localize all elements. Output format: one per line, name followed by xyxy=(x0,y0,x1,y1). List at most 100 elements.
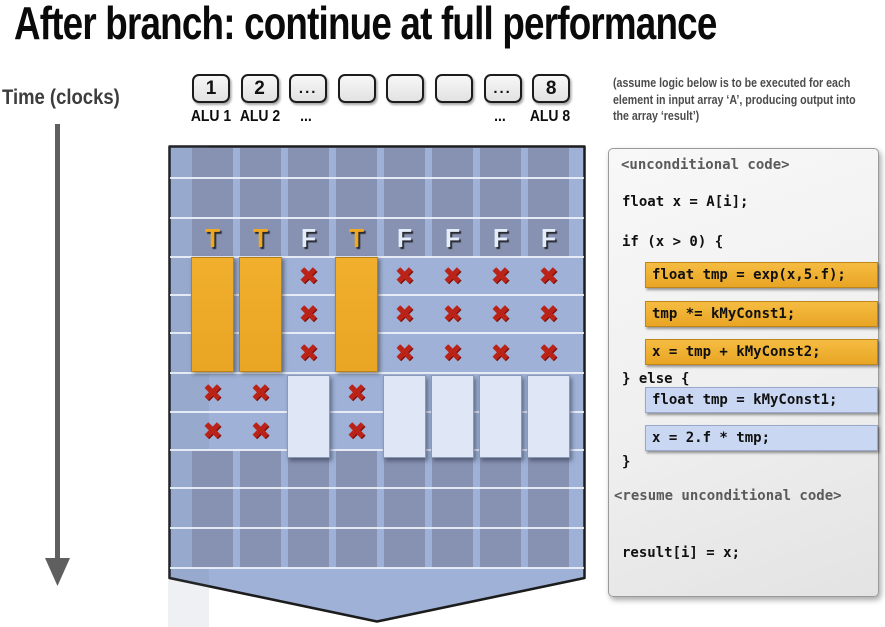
clock-cell xyxy=(336,450,377,488)
skip-x-icon: ✖ xyxy=(298,339,319,367)
clock-cell xyxy=(240,450,281,488)
clock-cell xyxy=(384,528,425,568)
clock-cell xyxy=(192,148,233,178)
time-arrow-icon xyxy=(45,124,70,586)
else-branch-bar xyxy=(383,375,426,458)
alu-box: 2 xyxy=(240,74,279,103)
else-branch-bar xyxy=(287,375,330,458)
clock-cell xyxy=(528,148,569,178)
lane-mask-false: F xyxy=(396,223,413,253)
clock-cell xyxy=(336,528,377,568)
clock-cell xyxy=(384,178,425,218)
grid-line xyxy=(170,217,584,219)
skip-x-icon: ✖ xyxy=(394,262,415,290)
clock-cell xyxy=(288,528,329,568)
if-branch-bar xyxy=(239,257,282,372)
alu-box: ... xyxy=(289,74,328,103)
assumption-note: (assume logic below is to be executed fo… xyxy=(613,75,885,125)
skip-x-icon: ✖ xyxy=(202,417,223,445)
clock-cell xyxy=(432,488,473,528)
alu-box xyxy=(435,74,473,103)
if-branch-bar xyxy=(191,257,234,372)
code-line-plain: if (x > 0) { xyxy=(622,234,724,250)
note-line: (assume logic below is to be executed fo… xyxy=(613,76,851,90)
clock-cell xyxy=(432,528,473,568)
skip-x-icon: ✖ xyxy=(490,262,511,290)
skip-x-icon: ✖ xyxy=(298,262,319,290)
alu-box-label: 2 xyxy=(254,77,265,99)
clock-cell xyxy=(432,178,473,218)
code-line-plain: } xyxy=(622,454,631,470)
if-branch-bar xyxy=(335,257,378,372)
clock-cell xyxy=(288,488,329,528)
code-line-else-highlight: x = 2.f * tmp; xyxy=(645,425,878,451)
alu-box: 8 xyxy=(532,74,571,103)
clock-cell xyxy=(192,178,233,218)
code-line-meta: <resume unconditional code> xyxy=(614,488,842,504)
else-branch-bar xyxy=(479,375,522,458)
clock-cell xyxy=(480,488,521,528)
alu-box: 1 xyxy=(192,74,230,103)
clock-cell xyxy=(288,218,329,257)
skip-x-icon: ✖ xyxy=(442,300,463,328)
code-line-if-highlight: x = tmp + kMyConst2; xyxy=(645,339,878,365)
else-branch-bar xyxy=(431,375,474,458)
code-line-plain: } else { xyxy=(622,371,690,387)
skip-x-icon: ✖ xyxy=(394,300,415,328)
clock-cell xyxy=(528,178,569,218)
skip-x-icon: ✖ xyxy=(346,417,367,445)
code-line-plain: result[i] = x; xyxy=(622,545,741,561)
time-axis-label: Time (clocks) xyxy=(2,86,120,109)
code-panel: <unconditional code>float x = A[i];if (x… xyxy=(608,148,879,597)
code-line-if-highlight: float tmp = exp(x,5.f); xyxy=(645,262,878,288)
alu-box-label: 1 xyxy=(205,77,217,99)
code-line-plain: float x = A[i]; xyxy=(622,194,749,210)
skip-x-icon: ✖ xyxy=(538,339,559,367)
alu-box xyxy=(386,74,425,103)
skip-x-icon: ✖ xyxy=(250,378,271,407)
grid-line xyxy=(170,372,584,374)
grid-line xyxy=(170,449,584,451)
alu-label: ALU 8 xyxy=(529,108,571,125)
lane-mask-true: T xyxy=(204,223,221,253)
clock-cell xyxy=(480,178,521,218)
skip-x-icon: ✖ xyxy=(442,262,463,290)
lane-mask-true: T xyxy=(252,223,269,253)
clock-cell xyxy=(240,488,281,528)
skip-x-icon: ✖ xyxy=(442,339,463,367)
clock-cell xyxy=(192,218,233,257)
clock-cell xyxy=(384,148,425,178)
lane-mask-false: F xyxy=(492,223,509,253)
clock-cell xyxy=(336,218,377,257)
alu-box-label: ... xyxy=(493,80,512,97)
clock-cell xyxy=(336,148,377,178)
lane-mask-false: F xyxy=(540,223,557,253)
alu-label: ALU 1 xyxy=(190,108,232,125)
skip-x-icon: ✖ xyxy=(202,378,223,407)
lane-mask-false: F xyxy=(300,223,317,253)
alu-box-label: 8 xyxy=(545,77,557,99)
skip-x-icon: ✖ xyxy=(538,262,559,290)
note-line: element in input array ‘A’, producing ou… xyxy=(613,92,856,107)
clock-cell xyxy=(192,528,233,568)
skip-x-icon: ✖ xyxy=(250,417,271,445)
clock-cell xyxy=(240,178,281,218)
clock-cell xyxy=(240,218,281,257)
alu-box-label: ... xyxy=(298,80,318,97)
clock-cell xyxy=(288,148,329,178)
clock-cell xyxy=(240,148,281,178)
lane-mask-true: T xyxy=(348,223,365,253)
skip-x-icon: ✖ xyxy=(346,378,367,407)
code-line-else-highlight: float tmp = kMyConst1; xyxy=(645,387,878,413)
clock-cell xyxy=(192,488,233,528)
clock-cell xyxy=(432,148,473,178)
clock-cell xyxy=(240,528,281,568)
clock-cell xyxy=(480,218,521,257)
skip-x-icon: ✖ xyxy=(490,339,511,367)
clock-cell xyxy=(384,488,425,528)
alu-label: ... xyxy=(300,108,312,125)
grid-line xyxy=(170,527,584,529)
clock-cell xyxy=(336,178,377,218)
alu-label: ALU 2 xyxy=(239,108,281,125)
